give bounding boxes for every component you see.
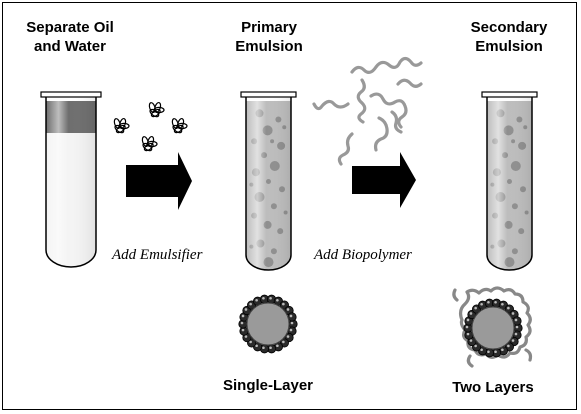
test-tube-separate-oil-water (40, 91, 102, 268)
arrow-add-emulsifier (126, 152, 192, 210)
tube-3-glass (486, 96, 533, 271)
emulsifier-ring (463, 298, 523, 358)
stage-label-secondary: Secondary Emulsion (461, 18, 557, 56)
biopolymer-chain (350, 56, 423, 74)
biopolymer-chain (337, 132, 354, 166)
emulsifier-molecule (141, 135, 158, 152)
emulsifier-molecules (113, 101, 188, 152)
stage-label-line: Emulsion (475, 38, 543, 55)
stage-label-line: Secondary (470, 19, 548, 36)
stage-label-line: Emulsion (235, 38, 303, 55)
tube-1-glass (45, 96, 97, 268)
droplet-label-two-layers: Two Layers (452, 379, 534, 396)
stage-label-primary: Primary Emulsion (224, 18, 314, 56)
biopolymer-chain (373, 116, 389, 152)
biopolymer-chain (369, 92, 408, 129)
single-layer-droplet (238, 294, 298, 354)
oil-core (471, 306, 515, 350)
biopolymer-chains (312, 56, 423, 166)
stage-label-line: Separate Oil (26, 19, 114, 36)
stage-label-line: Primary (241, 19, 297, 36)
tube-3-rim (481, 91, 538, 98)
tube-1-rim (40, 91, 102, 98)
stage-label-line: and Water (34, 38, 106, 55)
step-label-add-biopolymer: Add Biopolymer (314, 247, 412, 263)
two-layer-droplet (452, 286, 533, 368)
stage-label-separate: Separate Oil and Water (20, 18, 120, 56)
biopolymer-chain (356, 78, 367, 124)
droplet-label-single-layer: Single-Layer (222, 377, 314, 394)
oil-core (246, 302, 290, 346)
test-tube-secondary-emulsion (481, 91, 538, 271)
tube-2-rim (240, 91, 297, 98)
arrow-add-biopolymer (352, 152, 416, 208)
biopolymer-chain (312, 99, 350, 111)
tube-2-glass (245, 96, 292, 271)
biopolymer-chain (396, 78, 423, 88)
test-tube-primary-emulsion (240, 91, 297, 271)
step-label-add-emulsifier: Add Emulsifier (112, 247, 203, 263)
emulsifier-molecule (171, 117, 188, 134)
emulsifier-molecule (148, 101, 165, 118)
biopolymer-chain (390, 110, 403, 134)
emulsifier-molecule (113, 117, 130, 134)
